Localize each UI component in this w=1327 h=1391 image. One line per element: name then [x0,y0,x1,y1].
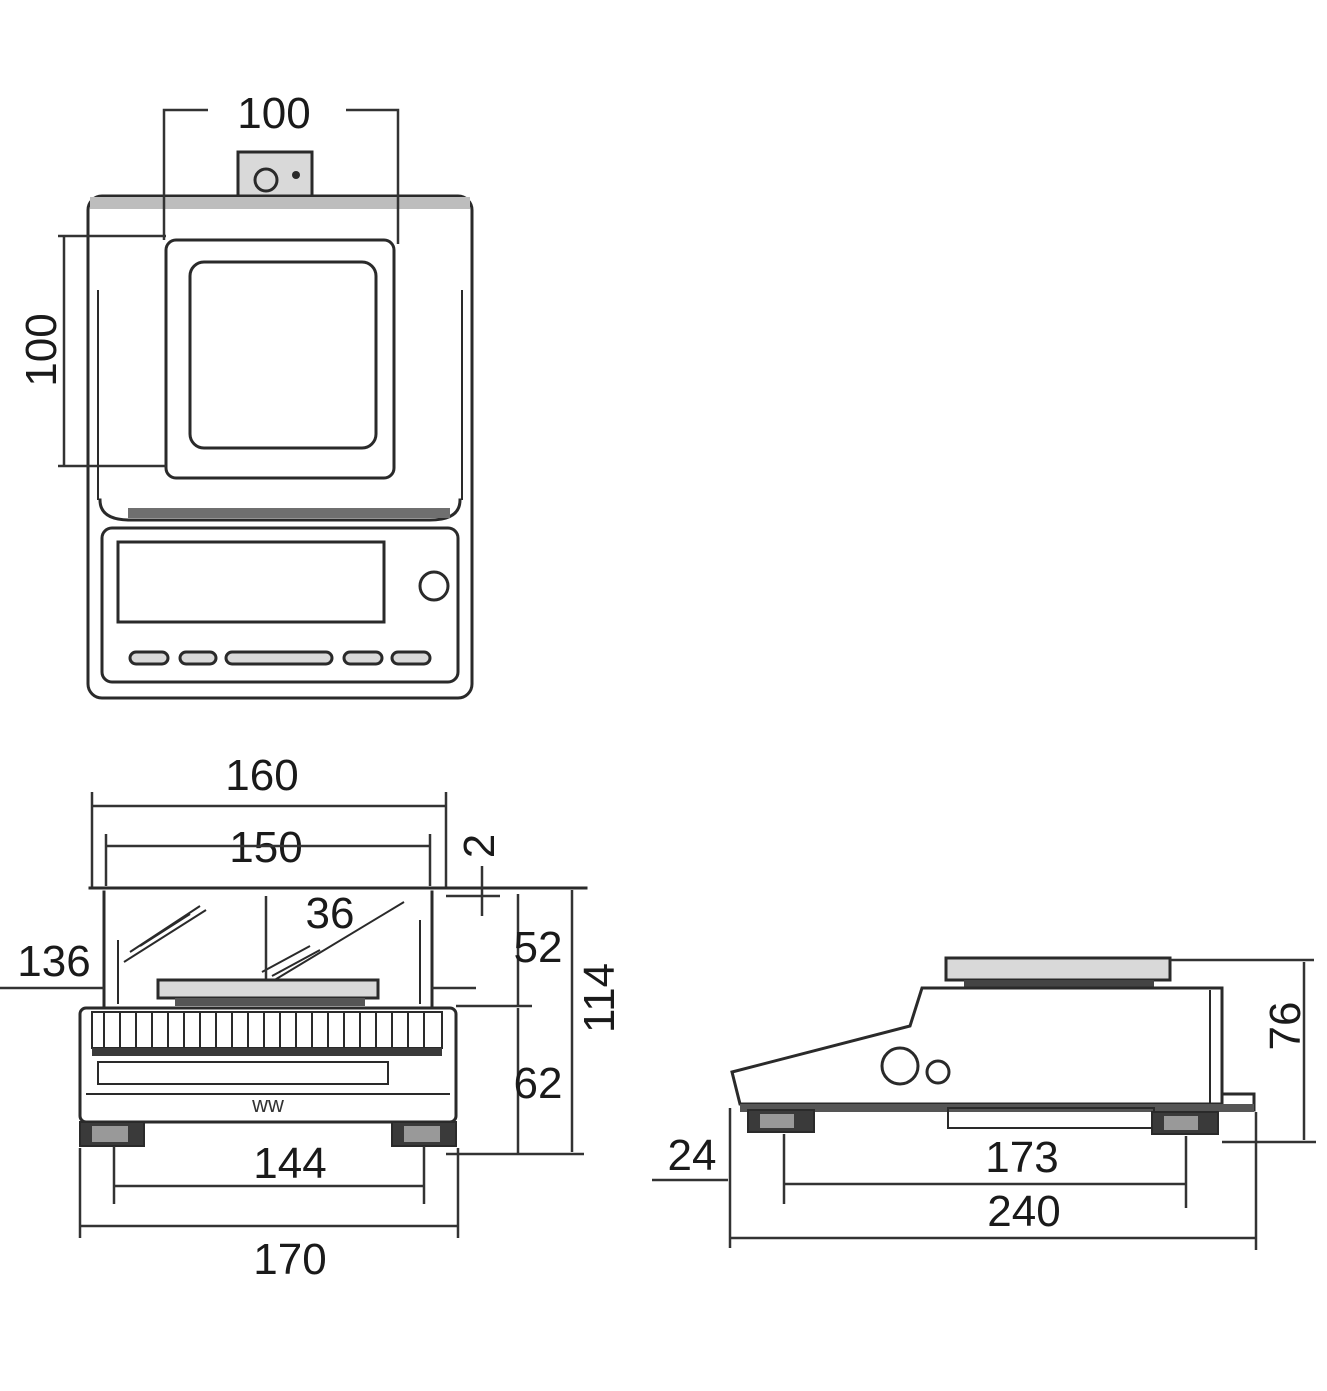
label-total-height: 114 [575,963,624,1033]
weighing-pan-inner [188,260,378,450]
label-side-foot-span: 173 [985,1133,1058,1182]
label-overall-width-top: 160 [225,751,298,800]
side-level-icon-small [925,1059,951,1085]
side-pan [944,956,1172,982]
level-bubble-icon [253,167,279,193]
label-top-gap: 2 [455,834,504,858]
vent-grille [128,508,450,518]
key-button-3 [224,650,334,666]
front-pan [156,978,380,1000]
side-view: 76 24 173 240 [652,956,1316,1250]
power-knob-icon [418,570,450,602]
label-pan-level-width: 136 [17,937,90,986]
lcd-display [116,540,386,624]
side-body [730,986,1224,1106]
key-button-1 [128,650,170,666]
label-side-length: 240 [987,1187,1060,1236]
label-foot-height: 24 [668,1131,717,1180]
key-button-4 [342,650,384,666]
label-pan-width: 100 [237,89,310,138]
side-level-icon-large [880,1046,920,1086]
level-dot-icon [292,171,300,179]
label-inner-width-top: 150 [229,823,302,872]
control-panel [100,526,460,684]
label-foot-span: 144 [253,1139,326,1188]
top-body-rim [90,197,470,209]
label-side-height: 76 [1261,1002,1310,1051]
weighing-pan [164,238,396,480]
dim-pan-width [162,108,208,240]
label-upper-height: 52 [514,923,563,972]
label-pan-height: 36 [306,889,355,938]
front-base [78,1006,458,1124]
label-pan-depth: 100 [17,313,66,386]
front-badge: ww [251,1092,284,1117]
key-button-2 [178,650,218,666]
label-base-width: 170 [253,1235,326,1284]
key-button-5 [390,650,432,666]
top-body-outline [86,194,474,700]
label-lower-height: 62 [514,1059,563,1108]
front-view: 160 150 36 136 [0,751,624,1284]
front-grille [91,1011,443,1049]
top-view: 100 100 [17,89,474,700]
